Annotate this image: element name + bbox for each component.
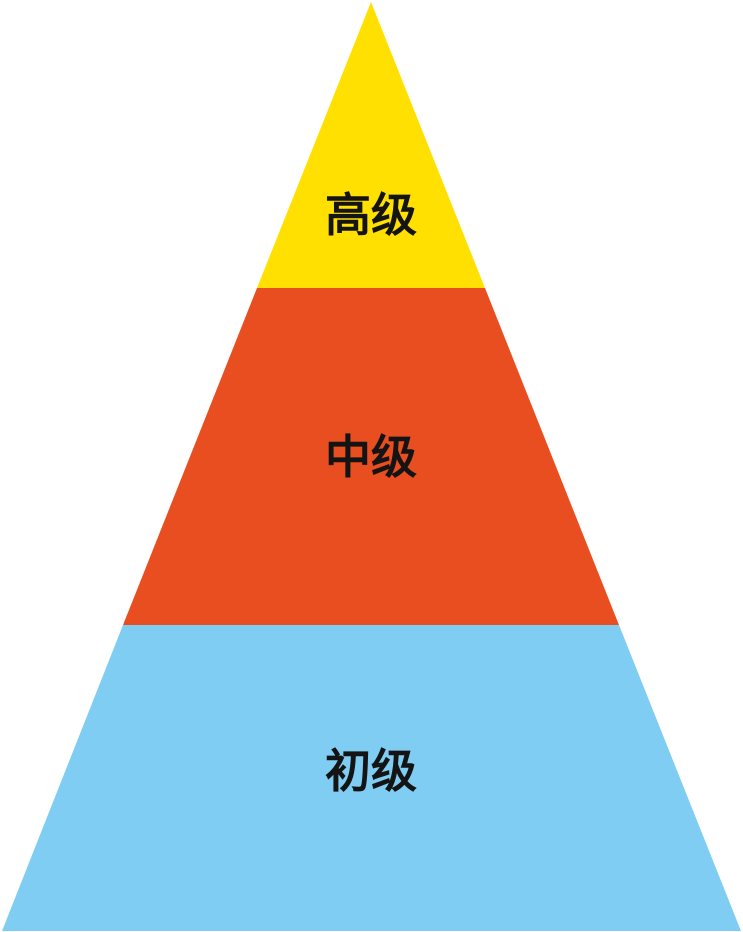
tier-top-shape [257, 2, 485, 288]
tier-middle-label: 中级 [325, 430, 417, 484]
tier-bottom-shape [2, 625, 741, 931]
tier-top-label: 高级 [325, 188, 417, 242]
tier-bottom: 初级 [2, 625, 741, 931]
tier-middle: 中级 [123, 288, 619, 625]
tier-bottom-label: 初级 [325, 744, 417, 798]
tier-top: 高级 [257, 2, 485, 288]
tier-middle-shape [123, 288, 619, 625]
